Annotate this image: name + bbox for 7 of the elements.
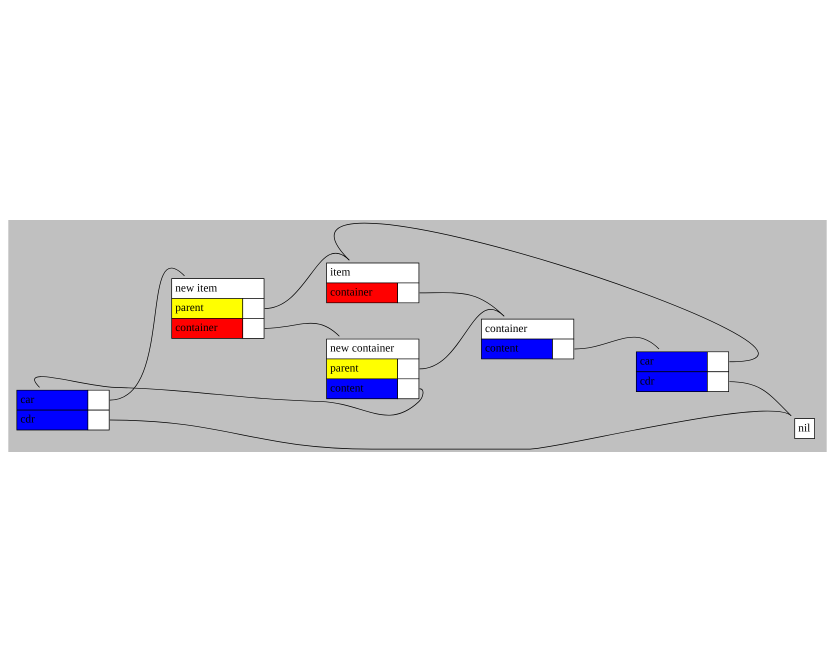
connector — [334, 223, 757, 362]
connector — [729, 380, 792, 416]
connector — [264, 322, 340, 336]
connector — [110, 410, 792, 450]
connector — [264, 252, 350, 308]
connector — [110, 268, 185, 400]
connector — [419, 308, 505, 369]
